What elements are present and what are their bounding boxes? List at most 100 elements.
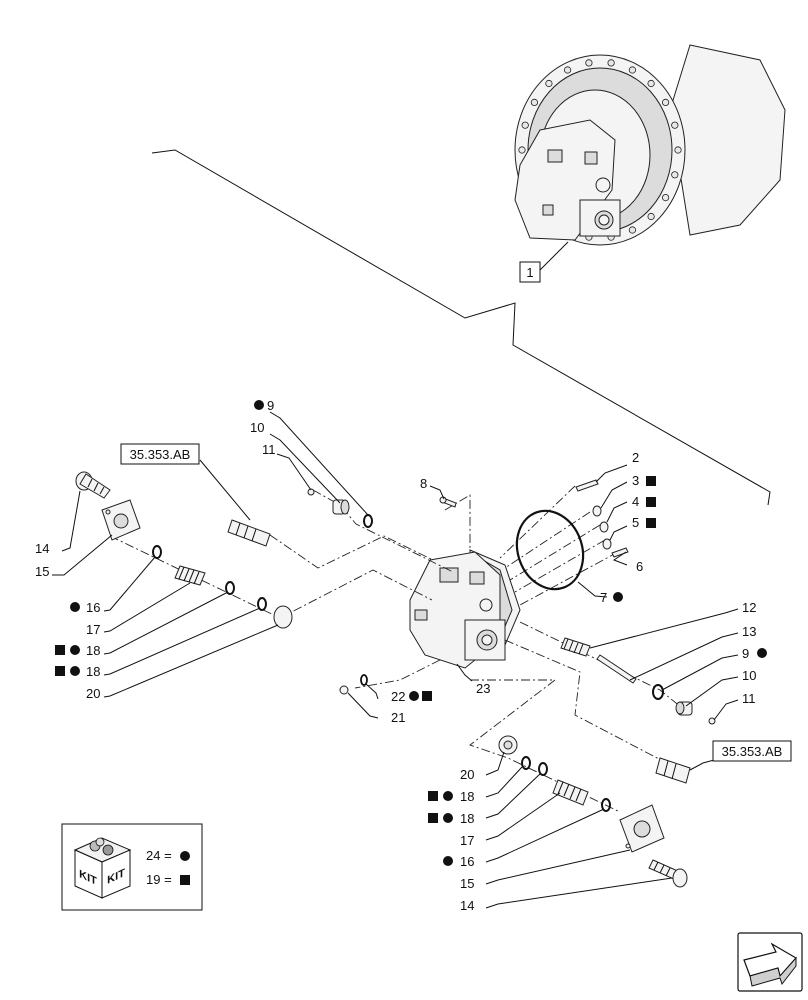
plug-11-right <box>708 717 716 725</box>
filled-square-icon <box>180 875 190 885</box>
cover-15-left <box>101 499 141 541</box>
pin-2 <box>575 479 599 492</box>
callout-15-left: 15 <box>35 564 49 579</box>
filled-circle-icon <box>443 856 453 866</box>
filled-square-icon <box>422 691 432 701</box>
flange-bolt <box>530 98 539 107</box>
cover-15-bottom <box>619 804 665 853</box>
o-ring-7 <box>515 509 585 591</box>
next-page-arrow-icon[interactable] <box>737 932 803 992</box>
o-ring-18a-left <box>225 581 235 595</box>
flange-bolt <box>607 59 615 67</box>
callouts: 9 10 11 8 2 3 4 5 6 7 12 13 9 10 11 14 1… <box>35 398 767 913</box>
reference-fitting-left <box>227 519 271 547</box>
cover-bolt-14-bottom <box>648 859 688 888</box>
plug-4 <box>599 521 609 533</box>
bolt-8 <box>439 496 457 508</box>
o-ring-18a-bottom <box>521 756 531 770</box>
callout-5: 5 <box>632 515 639 530</box>
plug-11-top <box>307 488 315 496</box>
flange-bolt <box>661 98 670 107</box>
item-1-label: 1 <box>526 265 533 280</box>
callout-3: 3 <box>632 473 639 488</box>
callout-22: 22 <box>391 689 405 704</box>
reference-label-right[interactable]: 35.353.AB <box>722 744 783 759</box>
flange-bolt <box>563 66 572 74</box>
flange-bolt <box>671 121 679 129</box>
legend-19-label: 19 = <box>146 872 172 887</box>
callout-18b-left: 18 <box>86 664 100 679</box>
bolt-21 <box>339 685 349 695</box>
plug-20-bottom <box>498 735 518 755</box>
flange-bolt <box>647 79 655 88</box>
fitting-10-right <box>675 701 693 716</box>
filled-circle-icon <box>757 648 767 658</box>
filled-square-icon <box>646 518 656 528</box>
valve-block <box>409 549 521 669</box>
callout-17-bottom: 17 <box>460 833 474 848</box>
fitting-10-top <box>332 499 350 515</box>
callout-10-top: 10 <box>250 420 264 435</box>
callout-21: 21 <box>391 710 405 725</box>
plug-3 <box>592 505 602 517</box>
callout-9-top: 9 <box>267 398 274 413</box>
reference-box-left[interactable]: 35.353.AB <box>120 443 200 465</box>
fitting-9-top <box>363 514 373 528</box>
flange-bolt <box>647 212 655 221</box>
kit-box-icon: KIT KIT <box>73 837 132 899</box>
filled-square-icon <box>428 813 438 823</box>
flange-bolt <box>545 79 553 88</box>
flange-bolt <box>585 59 593 67</box>
filled-circle-icon <box>443 813 453 823</box>
callout-17-left: 17 <box>86 622 100 637</box>
o-ring-16-bottom <box>601 798 611 812</box>
leader-lines <box>52 411 739 909</box>
o-ring-16-left <box>152 545 162 559</box>
callout-7: 7 <box>600 590 607 605</box>
callout-12: 12 <box>742 600 756 615</box>
callout-6: 6 <box>636 559 643 574</box>
flange-bolt <box>518 146 526 154</box>
callout-10-right: 10 <box>742 668 756 683</box>
reference-label-left[interactable]: 35.353.AB <box>130 447 191 462</box>
break-line <box>151 149 771 506</box>
spring-17-bottom <box>552 779 589 806</box>
o-ring-9-right <box>652 684 664 700</box>
callout-11-right: 11 <box>742 691 756 706</box>
callout-15-bottom: 15 <box>460 876 474 891</box>
callout-9-right: 9 <box>742 646 749 661</box>
kit-legend: KIT KIT 24 = 19 = <box>61 823 203 911</box>
filled-circle-icon <box>443 791 453 801</box>
filled-circle-icon <box>70 645 80 655</box>
reference-fitting-right <box>655 757 691 784</box>
filled-square-icon <box>646 497 656 507</box>
callout-20-bottom: 20 <box>460 767 474 782</box>
callout-20-left: 20 <box>86 686 100 701</box>
filled-circle-icon <box>254 400 264 410</box>
callout-18b-bottom: 18 <box>460 811 474 826</box>
callout-4: 4 <box>632 494 639 509</box>
filled-circle-icon <box>613 592 623 602</box>
flange-bolt <box>674 146 682 154</box>
callout-23: 23 <box>476 681 490 696</box>
flange-bolt <box>521 121 529 129</box>
item-1-box: 1 <box>519 261 541 283</box>
callout-16-left: 16 <box>86 600 100 615</box>
callout-14-bottom: 14 <box>460 898 474 913</box>
pin-6 <box>611 547 629 558</box>
plug-5 <box>602 538 612 550</box>
filled-circle-icon <box>70 602 80 612</box>
o-ring-22 <box>360 674 368 686</box>
callout-14-left: 14 <box>35 541 49 556</box>
filled-square-icon <box>428 791 438 801</box>
callout-11-top: 11 <box>262 442 276 457</box>
callout-18a-bottom: 18 <box>460 789 474 804</box>
assembly-lines <box>109 485 688 813</box>
reference-box-right[interactable]: 35.353.AB <box>712 740 792 762</box>
callout-2: 2 <box>632 450 639 465</box>
spring-12 <box>560 637 591 657</box>
flange-bolt <box>628 66 637 74</box>
filled-circle-icon <box>180 851 190 861</box>
callout-8: 8 <box>420 476 427 491</box>
